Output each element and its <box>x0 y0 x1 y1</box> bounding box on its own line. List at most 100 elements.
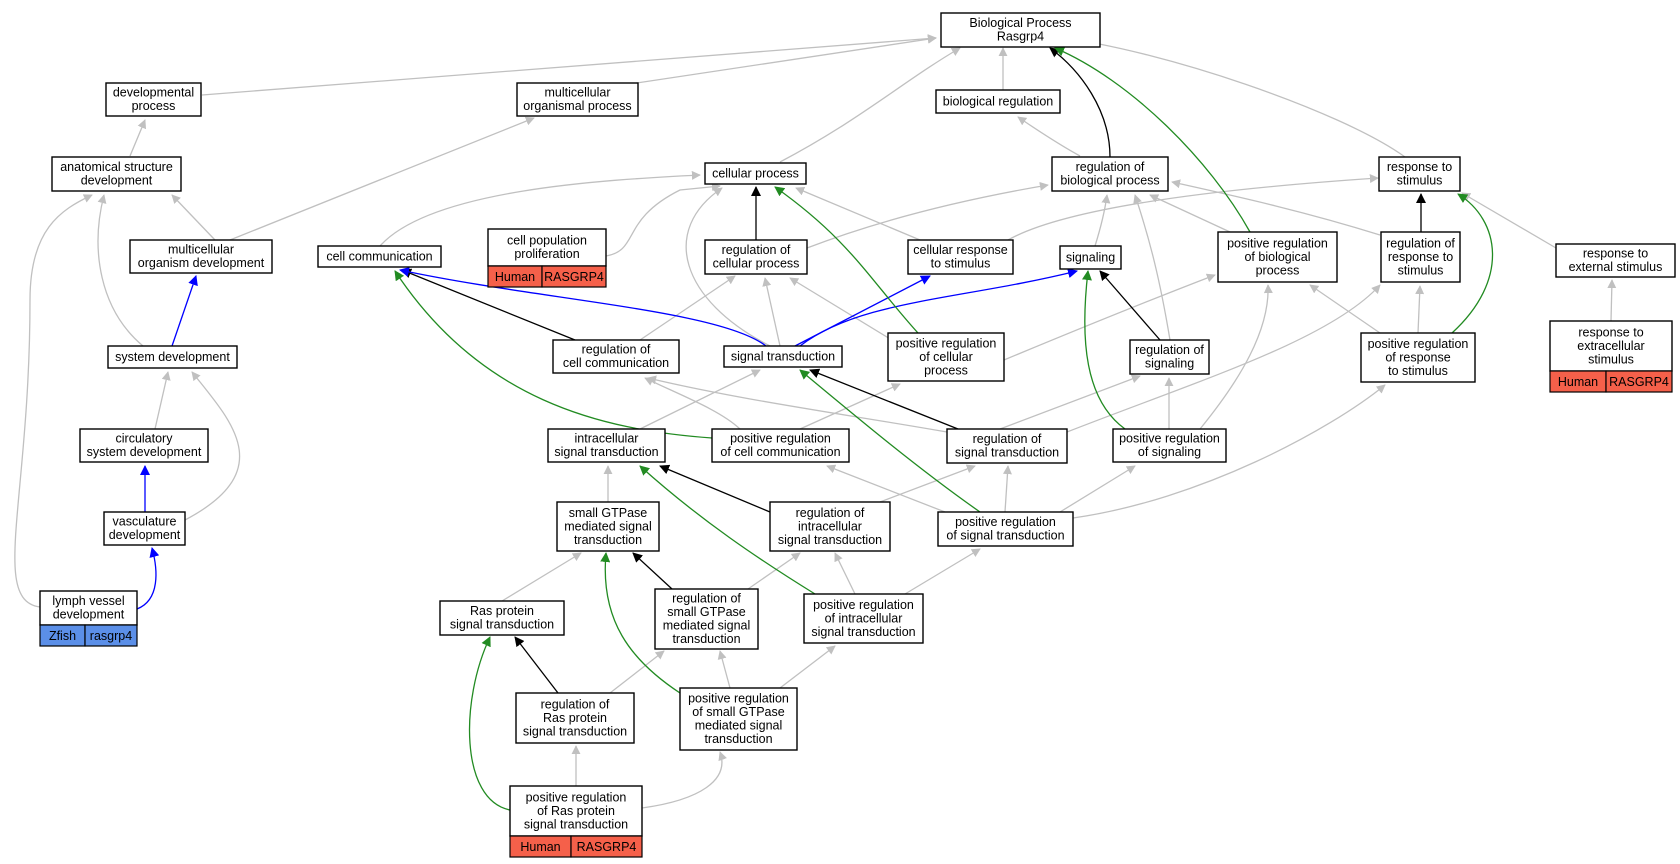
edge-regsigtrans-to-regsig <box>999 374 1141 430</box>
edge-posregbio-to-regbio <box>1149 194 1231 233</box>
node-label-line: regulation of <box>796 506 865 520</box>
node-label-line: positive regulation <box>1119 432 1220 446</box>
edge-posregintra-to-intra <box>639 465 816 595</box>
node-label-line: regulation of <box>1386 236 1455 250</box>
node-sysdev[interactable]: system development <box>107 345 238 369</box>
node-box <box>704 239 808 275</box>
edge-posregresp-to-resp <box>1451 193 1494 334</box>
node-cellcomm[interactable]: cell communication <box>317 245 442 268</box>
node-label-line: signal transduction <box>731 349 835 363</box>
node-box <box>769 501 891 552</box>
edge-vasc-to-sysdev <box>184 371 241 521</box>
node-label-line: transduction <box>574 533 642 547</box>
node-box <box>1059 245 1122 270</box>
node-bioreg[interactable]: biological regulation <box>935 89 1061 114</box>
node-box <box>1360 332 1476 383</box>
node-label-line: stimulus <box>1397 174 1443 188</box>
edge-posregsigtrans-to-posregsig <box>1059 465 1136 513</box>
edge-posregcell-to-posregbio <box>1003 273 1216 361</box>
edge-posregsmall-to-smallgtp <box>600 552 681 694</box>
node-signaling[interactable]: signaling <box>1059 245 1122 270</box>
node-sigtrans[interactable]: signal transduction <box>723 345 843 368</box>
node-box <box>940 12 1101 48</box>
edge-regintra-to-intra <box>659 464 771 513</box>
edge-posregras-to-ras <box>468 636 511 811</box>
node-label-line: multicellular <box>168 243 234 257</box>
node-label-line: response to <box>1583 247 1648 261</box>
edge-multidev-to-anat <box>171 194 216 241</box>
edge-posregbio-to-bp <box>1054 46 1251 233</box>
edge-regras-to-ras <box>514 636 559 694</box>
edge-ras-to-smallgtp <box>501 552 582 602</box>
node-label-line: regulation of <box>1076 160 1145 174</box>
node-label-line: biological regulation <box>943 94 1054 108</box>
node-box <box>439 600 565 636</box>
node-cellproc[interactable]: cellular process <box>704 162 807 185</box>
node-label-line: organism development <box>138 256 265 270</box>
edge-respextstim-to-respext <box>1607 279 1617 322</box>
node-box <box>711 428 850 463</box>
node-label-line: intracellular <box>575 432 639 446</box>
node-box <box>679 687 798 751</box>
node-box <box>487 228 607 267</box>
node-label-line: stimulus <box>1398 263 1444 277</box>
edge-regintra-to-regsigtrans <box>879 464 976 503</box>
edge-resp-to-bp <box>1061 34 1406 158</box>
node-label-line: extracellular <box>1577 339 1644 353</box>
node-box <box>1549 320 1673 372</box>
node-box <box>1217 231 1338 283</box>
node-label-line: of cell communication <box>720 445 840 459</box>
node-label-line: Ras protein <box>470 604 534 618</box>
edge-posregsigtrans-to-posregresp <box>1072 384 1386 519</box>
edge-regsig-to-signaling <box>1099 270 1161 341</box>
node-box <box>51 156 182 192</box>
species-tag-human <box>541 265 607 288</box>
node-box <box>552 339 680 374</box>
node-box <box>107 345 238 369</box>
node-label-line: transduction <box>704 732 772 746</box>
edge-multidev-to-sysdev <box>171 275 198 347</box>
node-label-line: signal transduction <box>778 533 882 547</box>
node-label-line: circulatory <box>116 432 174 446</box>
node-label-line: anatomical structure <box>60 160 173 174</box>
node-label-line: positive regulation <box>1368 337 1469 351</box>
node-label-line: of signaling <box>1138 445 1201 459</box>
node-box <box>946 428 1068 464</box>
node-label-line: cell communication <box>563 356 669 370</box>
node-box <box>1129 339 1210 375</box>
